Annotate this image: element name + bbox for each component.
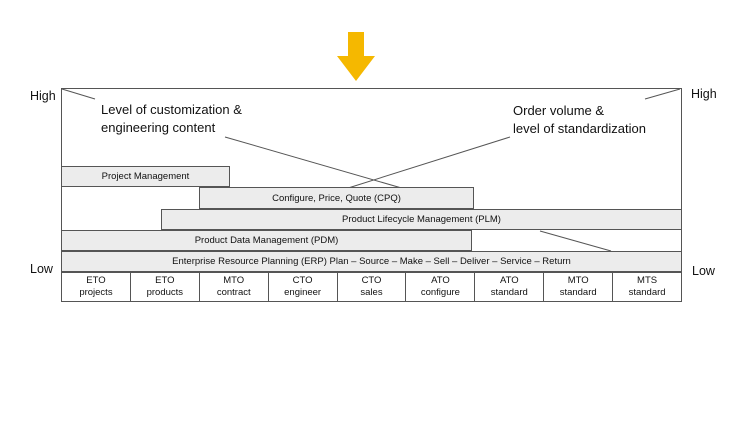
cpq-bar: Configure, Price, Quote (CPQ) [199, 187, 474, 209]
cell-line-1: MTO [223, 275, 245, 286]
customization-label: Level of customization & engineering con… [101, 101, 242, 137]
erp-label: Enterprise Resource Planning (ERP) Plan … [172, 256, 571, 267]
pdm-label: Product Data Management (PDM) [194, 235, 339, 246]
customization-label-line-1: Level of customization & [101, 102, 242, 117]
bottom-right-low-label: Low [692, 264, 715, 278]
cell-line-2: projects [79, 287, 113, 298]
volume-trend-line-3 [539, 230, 612, 252]
volume-label: Order volume & level of standardization [513, 102, 646, 138]
arrow-down-icon [337, 32, 375, 81]
top-left-high-label: High [30, 89, 56, 103]
cell-line-2: configure [420, 287, 460, 298]
cell-line-1: MTS [637, 275, 658, 286]
cell-line-1: ATO [499, 275, 519, 286]
customization-trend-line-2 [224, 136, 406, 190]
pdm-bar: Product Data Management (PDM) [61, 230, 472, 251]
project-management-bar: Project Management [61, 166, 230, 187]
volume-trend-line [644, 88, 681, 100]
cell-line-1: MTO [567, 275, 589, 286]
customization-label-line-2: engineering content [101, 120, 216, 135]
cell-line-1: ETO [86, 275, 106, 286]
plm-label: Product Lifecycle Management (PLM) [342, 214, 501, 225]
volume-label-line-2: level of standardization [513, 121, 646, 136]
top-right-high-label: High [691, 87, 717, 101]
cpq-label: Configure, Price, Quote (CPQ) [272, 192, 401, 204]
bottom-left-low-label: Low [30, 262, 53, 276]
cell-line-2: engineer [284, 287, 322, 298]
volume-label-line-1: Order volume & [513, 103, 605, 118]
cell-line-2: standard [559, 287, 597, 298]
plm-bar: Product Lifecycle Management (PLM) [161, 209, 682, 230]
cell-line-1: CTO [361, 275, 382, 286]
volume-trend-line-2 [344, 136, 511, 190]
project-management-label: Project Management [101, 171, 190, 182]
cell-line-1: CTO [292, 275, 313, 286]
cell-line-2: sales [360, 287, 383, 298]
cell-line-1: ATO [431, 275, 450, 286]
erp-bar: Enterprise Resource Planning (ERP) Plan … [61, 251, 682, 272]
cell-line-2: standard [490, 287, 528, 298]
cell-line-1: ETO [155, 275, 175, 286]
cell-line-2: standard [628, 287, 666, 298]
cell-line-2: products [146, 287, 184, 298]
customization-trend-line [61, 88, 96, 100]
cell-line-2: contract [216, 287, 251, 298]
